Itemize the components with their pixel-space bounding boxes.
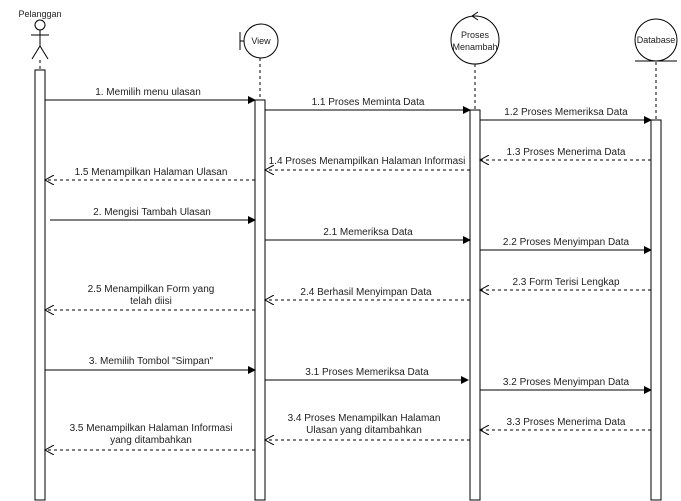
message-m14: 1.4 Proses Menampilkan Halaman Informasi — [265, 156, 470, 170]
message-label: 1.1 Proses Meminta Data — [312, 97, 425, 108]
message-label: 1.4 Proses Menampilkan Halaman Informasi — [269, 156, 466, 167]
message-m23: 2.3 Form Terisi Lengkap — [480, 277, 651, 290]
message-m33: 3.3 Proses Menerima Data — [480, 417, 651, 430]
message-m13: 1.3 Proses Menerima Data — [480, 147, 651, 160]
message-m3: 3. Memilih Tombol "Simpan" — [45, 356, 256, 374]
message-label: 3.5 Menampilkan Halaman Informasi — [70, 423, 233, 434]
activation-proses — [469, 109, 481, 501]
message-m24: 2.4 Berhasil Menyimpan Data — [265, 287, 470, 300]
message-m2: 2. Mengisi Tambah Ulasan — [50, 207, 256, 224]
message-label: 3.2 Proses Menyimpan Data — [503, 377, 630, 388]
message-label: 1. Memilih menu ulasan — [95, 87, 201, 98]
message-label: 2.2 Proses Menyimpan Data — [503, 237, 630, 248]
control-label-line2: Menambah — [452, 42, 497, 52]
participant-proses-menambah: Proses Menambah — [450, 11, 500, 501]
actor-label: Pelanggan — [18, 9, 61, 19]
message-m32: 3.2 Proses Menyimpan Data — [480, 377, 652, 394]
message-label: yang ditambahkan — [110, 435, 192, 446]
message-label: 2.4 Berhasil Menyimpan Data — [300, 287, 432, 298]
boundary-icon — [239, 23, 279, 59]
message-label: 2.1 Memeriksa Data — [323, 227, 413, 238]
actor-pelanggan: Pelanggan — [18, 9, 62, 501]
participant-database: Database — [634, 18, 678, 501]
activation-view — [254, 99, 266, 501]
message-m22: 2.2 Proses Menyimpan Data — [480, 237, 652, 254]
control-label-line1: Proses — [461, 30, 490, 40]
activation-pelanggan — [34, 69, 46, 501]
messages-layer: 1. Memilih menu ulasan 1.1 Proses Meminta… — [45, 87, 652, 450]
message-m31: 3.1 Proses Memeriksa Data — [265, 367, 469, 384]
message-m15: 1.5 Menampilkan Halaman Ulasan — [45, 167, 255, 180]
activation-database — [650, 119, 662, 501]
message-label: 3.3 Proses Menerima Data — [507, 417, 626, 428]
participant-view: View — [239, 23, 279, 501]
view-label: View — [251, 36, 271, 46]
message-label: 3.4 Proses Menampilkan Halaman — [288, 413, 441, 424]
database-label: Database — [637, 35, 676, 45]
message-label: 1.3 Proses Menerima Data — [507, 147, 626, 158]
message-m1: 1. Memilih menu ulasan — [45, 87, 256, 104]
message-label: Ulasan yang ditambahkan — [306, 425, 422, 436]
stick-figure-icon — [31, 19, 49, 60]
message-label: 1.2 Proses Memeriksa Data — [504, 107, 628, 118]
message-label: 3.1 Proses Memeriksa Data — [305, 367, 429, 378]
message-label: 2.3 Form Terisi Lengkap — [512, 277, 620, 288]
message-m21: 2.1 Memeriksa Data — [265, 227, 471, 244]
message-m12: 1.2 Proses Memeriksa Data — [480, 107, 652, 124]
message-m11: 1.1 Proses Meminta Data — [265, 97, 471, 114]
message-label: 2. Mengisi Tambah Ulasan — [93, 207, 211, 218]
message-label: telah diisi — [130, 296, 172, 307]
message-label: 2.5 Menampilkan Form yang — [88, 284, 215, 295]
message-label: 1.5 Menampilkan Halaman Ulasan — [75, 167, 228, 178]
message-label: 3. Memilih Tombol "Simpan" — [89, 356, 214, 367]
entity-icon — [634, 18, 678, 62]
